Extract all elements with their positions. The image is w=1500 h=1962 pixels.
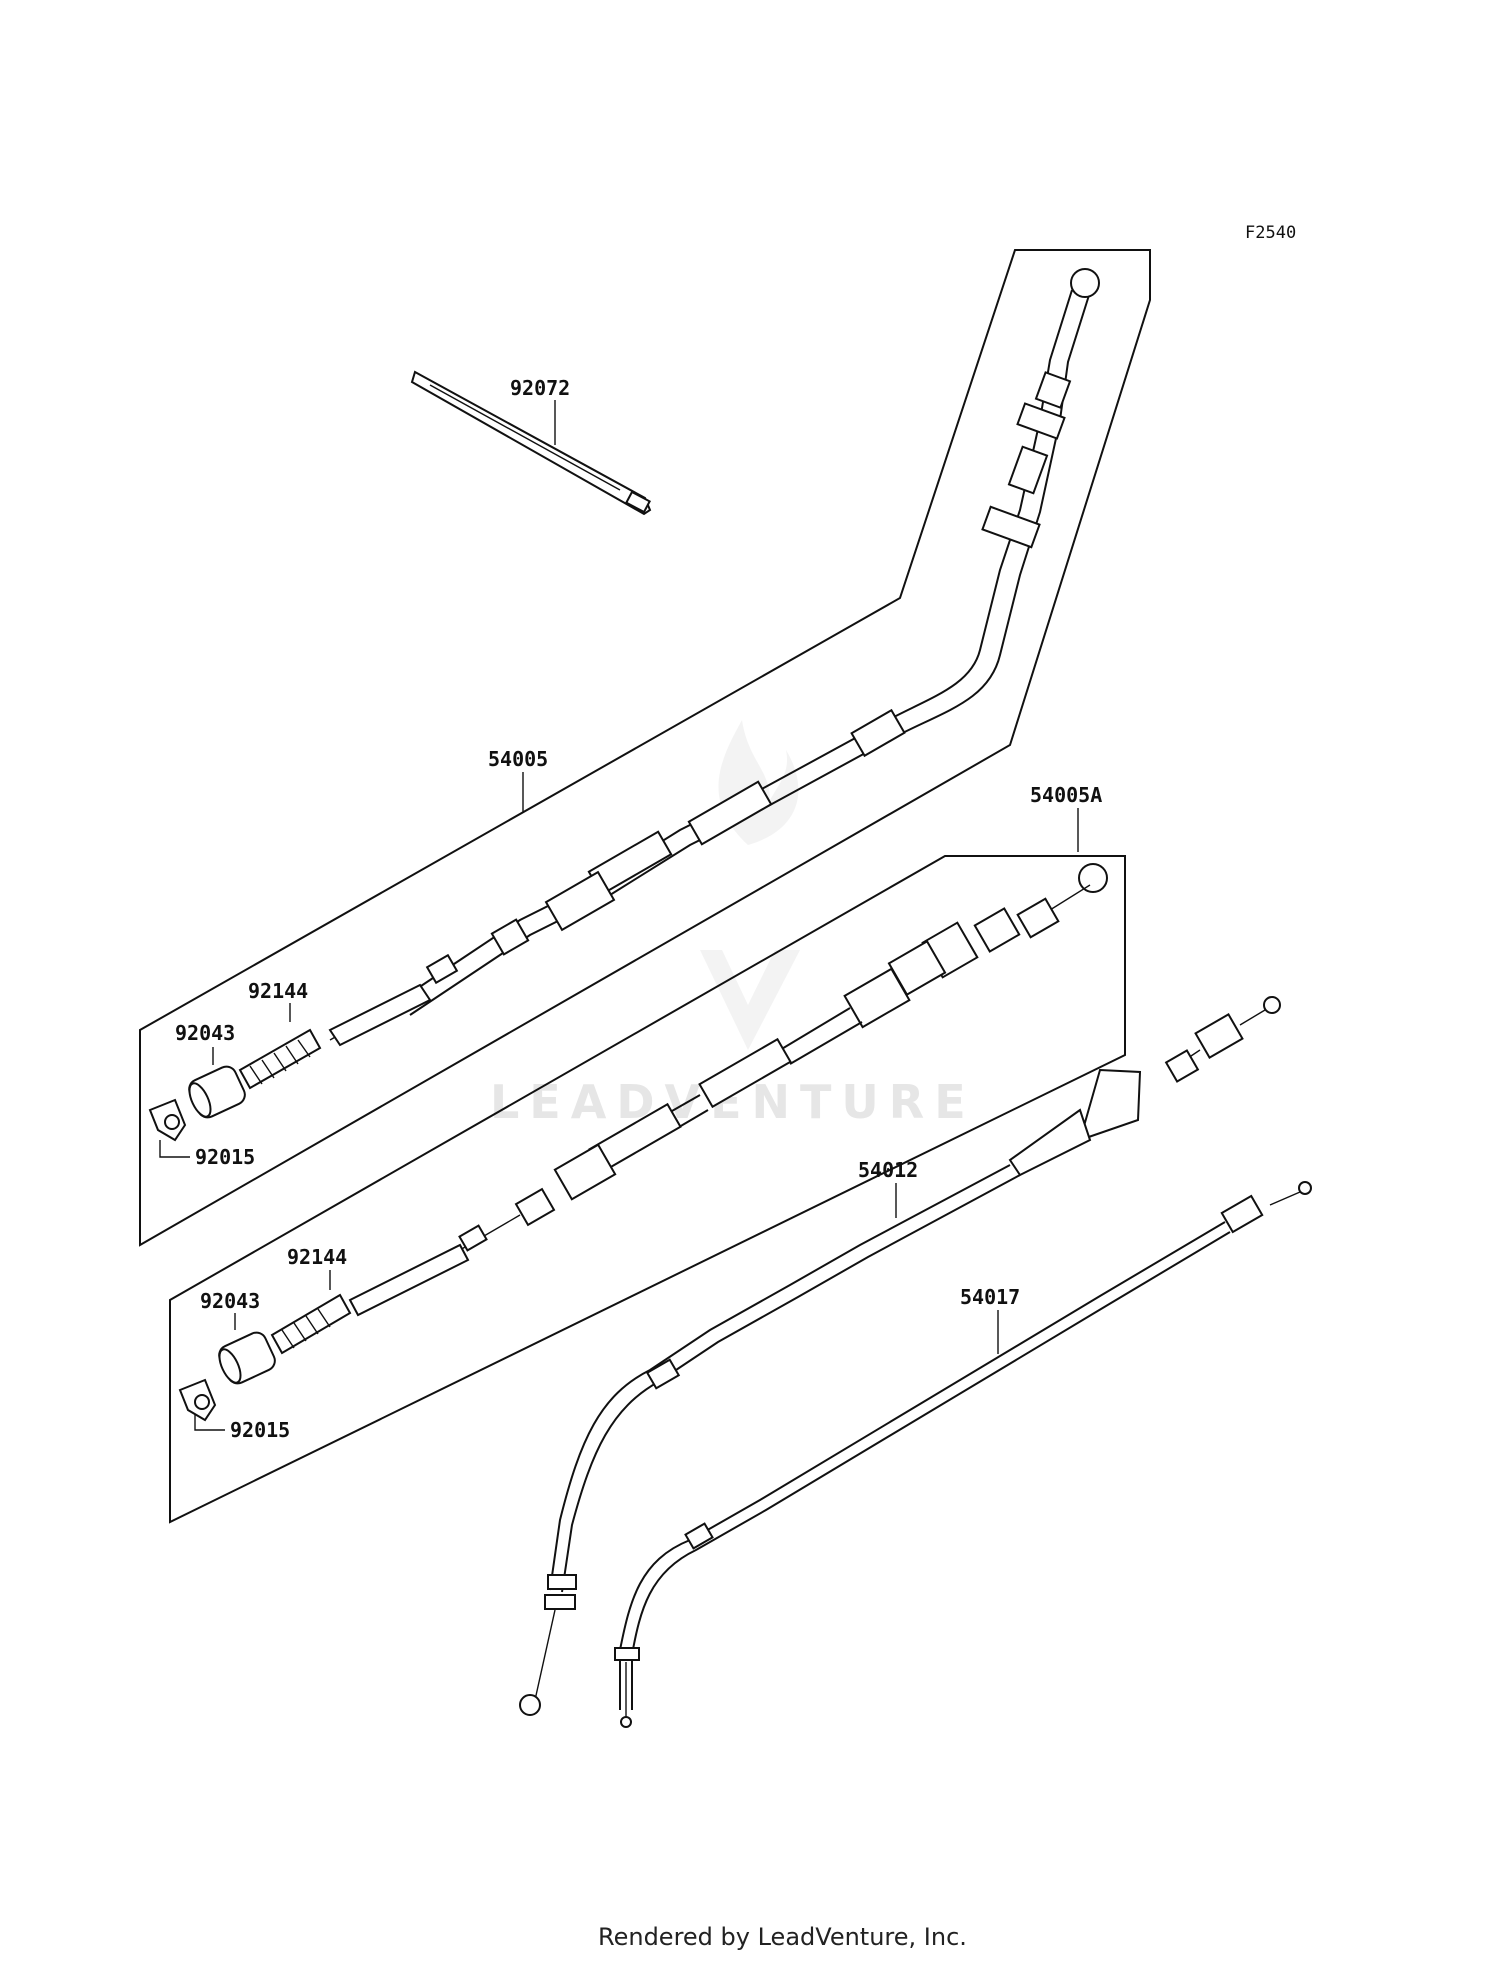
cable-54017-part[interactable] (614, 1181, 1312, 1728)
collar-lower-part[interactable] (215, 1329, 278, 1386)
callout-54005: 54005 (488, 747, 548, 771)
callout-54005a: 54005A (1030, 783, 1102, 807)
spring-lower-part[interactable] (270, 1293, 352, 1355)
watermark-logo-icon (700, 720, 800, 1050)
leader-lines (159, 400, 1079, 1431)
collar-upper-part[interactable] (185, 1063, 248, 1120)
callout-92144-upper: 92144 (248, 979, 308, 1003)
assembly-box-lower (169, 855, 1126, 1524)
callout-92144-lower: 92144 (287, 1245, 347, 1269)
cable-54005a-part[interactable] (348, 863, 1108, 1317)
footer-credit: Rendered by LeadVenture, Inc. (598, 1923, 967, 1951)
callout-92015-lower: 92015 (230, 1418, 290, 1442)
diagram-code: F2540 (1245, 223, 1296, 243)
callout-54017: 54017 (960, 1285, 1020, 1309)
callout-54012: 54012 (858, 1158, 918, 1182)
callout-92015-upper: 92015 (195, 1145, 255, 1169)
assembly-box-upper (139, 249, 1151, 1247)
callout-92043-upper: 92043 (175, 1021, 235, 1045)
callout-92043-lower: 92043 (200, 1289, 260, 1313)
callout-92072: 92072 (510, 376, 570, 400)
tie-band-part[interactable] (410, 370, 652, 516)
nut-upper-part[interactable] (148, 1098, 187, 1142)
nut-lower-part[interactable] (178, 1378, 217, 1422)
cable-54005-part[interactable] (328, 268, 1100, 1047)
cable-54012-part[interactable] (519, 996, 1281, 1716)
spring-upper-part[interactable] (238, 1028, 322, 1090)
